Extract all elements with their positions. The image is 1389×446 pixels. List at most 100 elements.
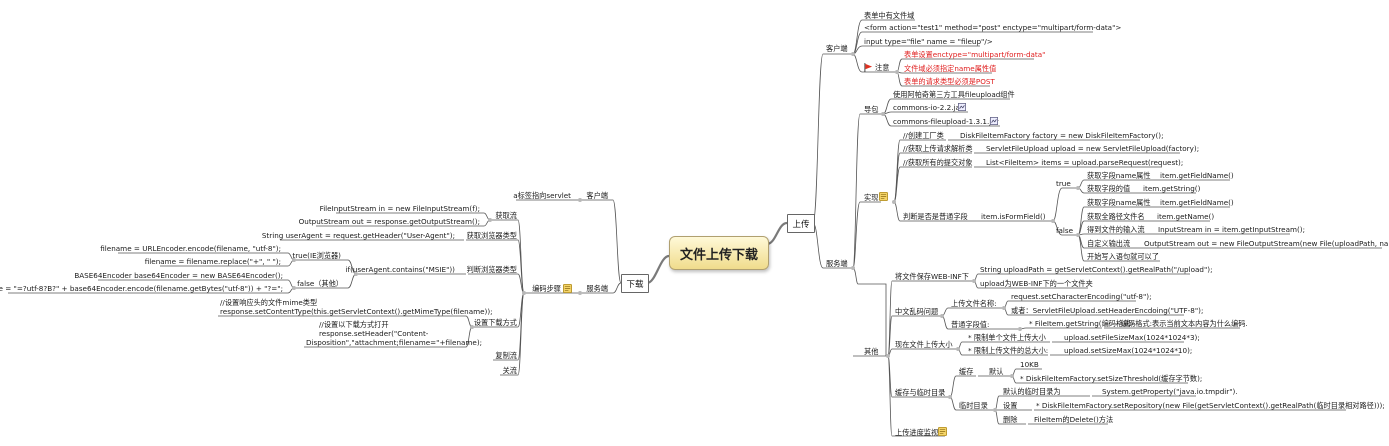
progress-node[interactable]: 上传进度监视 (895, 428, 939, 437)
notice-item-2[interactable]: 文件域必须指定name属性值 (904, 64, 997, 73)
jar-commons-fileupload[interactable]: commons-fileupload-1.3.1.jar (893, 117, 999, 126)
copy-stream-node[interactable]: 复制流 (495, 351, 517, 360)
root-topic[interactable]: 文件上传下载 (669, 236, 769, 270)
download-client-item[interactable]: a标签指向servlet (513, 191, 571, 200)
get-parser-code[interactable]: ServletFileUpload upload = new ServletFi… (986, 144, 1200, 153)
steps-node[interactable]: 编码步骤 (532, 284, 561, 293)
fis-code[interactable]: FileInputStream in = new FileInputStream… (319, 204, 480, 213)
single-limit-label[interactable]: * 限制单个文件上传大小 (968, 333, 1046, 342)
temp-set-label[interactable]: 设置 (1003, 401, 1018, 410)
import-jars-node[interactable]: 导包 (864, 105, 879, 114)
total-limit-code[interactable]: upload.setSizeMax(1024*1024*10); (1064, 346, 1193, 355)
download-branch[interactable]: 下载 (621, 274, 649, 293)
true-item-label[interactable]: 获取字段name属性 (1087, 171, 1151, 180)
false-item-label[interactable]: 开始写入语句就可以了 (1087, 252, 1159, 261)
cache-code[interactable]: * DiskFileItemFactory.setSizeThreshold(缓… (1020, 374, 1203, 383)
is-form-field-code[interactable]: item.isFormField() (981, 212, 1046, 221)
other-code-2[interactable]: filename = "=?utf-8?B?" + base64Encoder.… (0, 284, 283, 293)
mime-comment[interactable]: //设置响应头的文件mime类型 (220, 298, 318, 307)
temp-dir-node[interactable]: 临时目录 (959, 401, 988, 410)
true-node[interactable]: true (1056, 179, 1071, 188)
note-icon (879, 192, 888, 201)
temp-delete-label[interactable]: 删除 (1003, 415, 1018, 424)
attachment-icon (990, 117, 998, 125)
true-item-code[interactable]: item.getString() (1143, 184, 1201, 193)
cn-garbled-node[interactable]: 中文乱码问题 (895, 307, 939, 316)
get-parser-comment[interactable]: //获取上传请求解析类 (903, 144, 973, 153)
total-limit-label[interactable]: * 限制上传文件的总大小: (968, 346, 1049, 355)
temp-default-code[interactable]: System.getProperty("java.io.tmpdir"). (1102, 387, 1238, 396)
upload-server-node[interactable]: 服务端 (826, 259, 848, 268)
normal-field-label[interactable]: 普通字段值: (951, 320, 990, 329)
mime-code[interactable]: response.setContentType(this.getServletC… (220, 307, 493, 316)
get-items-code[interactable]: List<FileItem> items = upload.parseReque… (986, 158, 1184, 167)
upload-filename-code-1[interactable]: request.setCharacterEncoding("utf-8"); (1011, 292, 1152, 301)
get-items-comment[interactable]: //获取所有的提交对象 (903, 158, 973, 167)
form-tag-text[interactable]: <form action="test1" method="post" encty… (864, 23, 1122, 32)
size-limit-node[interactable]: 现在文件上传大小 (895, 340, 953, 349)
upload-branch[interactable]: 上传 (787, 214, 815, 233)
upload-filename-label[interactable]: 上传文件名称: (951, 299, 997, 308)
cache-node[interactable]: 缓存 (959, 367, 974, 376)
flag-icon (864, 63, 873, 72)
false-item-label[interactable]: 自定义输出流 (1087, 239, 1131, 248)
create-factory-code[interactable]: DiskFileItemFactory factory = new DiskFi… (960, 131, 1164, 140)
header-comment[interactable]: //设置以下载方式打开 (319, 320, 389, 329)
out-code[interactable]: OutputStream out = response.getOutputStr… (298, 217, 480, 226)
upload-filename-code-2[interactable]: 或者：ServletFileUpload.setHeaderEncdoing("… (1011, 306, 1204, 315)
judge-browser-node[interactable]: 判断浏览器类型 (466, 265, 517, 274)
save-note[interactable]: upload为WEB-INF下的一个文件夹 (980, 279, 1093, 288)
false-other-node[interactable]: false（其他） (297, 279, 343, 288)
close-stream-node[interactable]: 关流 (502, 366, 517, 375)
false-item-label[interactable]: 获取全路径文件名 (1087, 212, 1145, 221)
save-to-webinf[interactable]: 将文件保存WEB-INF下 (895, 272, 969, 281)
upload-client-node[interactable]: 客户端 (826, 44, 848, 53)
header-code-1[interactable]: response.setHeader("Content- (319, 329, 429, 338)
impl-node[interactable]: 实现 (864, 193, 879, 202)
false-item-label[interactable]: 获取字段name属性 (1087, 198, 1151, 207)
form-has-file-field[interactable]: 表单中有文件域 (864, 11, 915, 20)
normal-field-code-1[interactable]: * FileItem.getString(编码格式) (1029, 319, 1134, 328)
user-agent-code[interactable]: String userAgent = request.getHeader("Us… (261, 231, 455, 240)
false-node[interactable]: false (1056, 226, 1074, 235)
ie-code-2[interactable]: filename = filename.replace("+", " "); (144, 257, 281, 266)
false-item-code[interactable]: InputStream in = item.getInputStream(); (1158, 225, 1306, 234)
true-item-code[interactable]: item.getFieldName() (1160, 171, 1234, 180)
download-client-node[interactable]: 客户端 (586, 191, 608, 200)
notice-node[interactable]: 注意 (875, 63, 890, 72)
cache-temp-node[interactable]: 缓存与临时目录 (895, 388, 946, 397)
other-code-1[interactable]: BASE64Encoder base64Encoder = new BASE64… (74, 271, 283, 280)
temp-delete-code[interactable]: FileItem的Delete()方法 (1034, 415, 1114, 424)
browser-type-get-node[interactable]: 获取浏览器类型 (466, 231, 517, 240)
third-party-text[interactable]: 使用阿帕奇第三方工具fileupload组件 (893, 90, 1015, 99)
cache-default-node[interactable]: 默认 (989, 367, 1004, 376)
input-tag-text[interactable]: input type="file" name = "fileup"/> (864, 37, 993, 46)
normal-field-code-2[interactable]: - 编码格式:表示当前文本内容为什么编码. (1116, 319, 1248, 328)
false-item-code[interactable]: OutputStream out = new FileOutputStream(… (1144, 239, 1389, 248)
false-item-code[interactable]: item.getFieldName() (1160, 198, 1234, 207)
cache-default-value[interactable]: 10KB (1020, 360, 1039, 369)
true-ie-node[interactable]: true(IE浏览器) (292, 251, 341, 260)
note-icon (563, 284, 572, 293)
download-server-node[interactable]: 服务端 (586, 284, 608, 293)
if-msie-code[interactable]: if(userAgent.contains("MSIE")) (345, 265, 455, 274)
note-icon (938, 427, 947, 436)
notice-item-1[interactable]: 表单设置enctype="multipart/form-data" (904, 50, 1046, 59)
false-item-label[interactable]: 得到文件的输入流 (1087, 225, 1145, 234)
create-factory-comment[interactable]: //创建工厂类 (903, 131, 944, 140)
true-item-label[interactable]: 获取字段的值 (1087, 184, 1131, 193)
single-limit-code[interactable]: upload.setFileSizeMax(1024*1024*3); (1064, 333, 1200, 342)
other-node[interactable]: 其他 (864, 347, 879, 356)
false-item-code[interactable]: item.getName() (1157, 212, 1215, 221)
temp-set-code[interactable]: * DiskFileItemFactory.setRepository(new … (1036, 401, 1385, 410)
get-stream-node[interactable]: 获取流 (495, 211, 517, 220)
is-form-field-label[interactable]: 判断是否是普通字段 (903, 212, 968, 221)
save-code[interactable]: String uploadPath = getServletContext().… (980, 265, 1213, 274)
temp-default-label[interactable]: 默认的临时目录为 (1003, 387, 1061, 396)
notice-item-3[interactable]: 表单的请求类型必须是POST (904, 77, 995, 86)
jar-commons-io[interactable]: commons-io-2.2.jar (893, 103, 963, 112)
header-code-2[interactable]: Disposition","attachment;filename="+file… (306, 338, 483, 347)
set-download-mode-node[interactable]: 设置下载方式 (473, 318, 517, 327)
ie-code-1[interactable]: filename = URLEncoder.encode(filename, "… (100, 244, 281, 253)
